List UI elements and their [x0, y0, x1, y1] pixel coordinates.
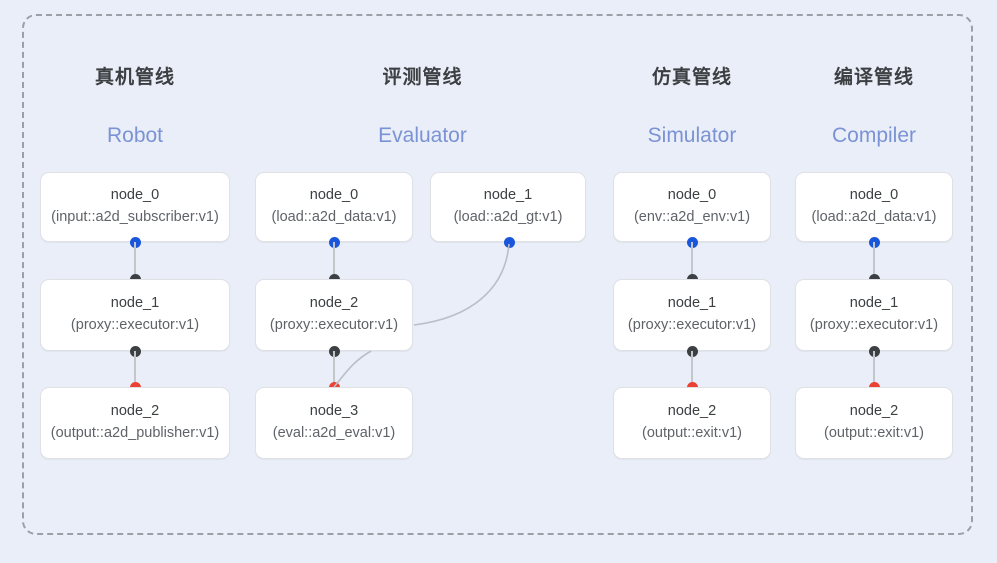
node-robot-2[interactable]: node_2 (output::a2d_publisher:v1) [40, 387, 230, 459]
column-title-cn-compiler: 编译管线 [833, 67, 914, 88]
node-name: node_0 [309, 187, 359, 204]
edge-robot-0-to-1 [134, 242, 136, 279]
node-name: node_1 [483, 187, 533, 204]
column-title-en-compiler: Compiler [831, 124, 917, 147]
node-simulator-1[interactable]: node_1 (proxy::executor:v1) [613, 279, 771, 351]
node-simulator-2[interactable]: node_2 (output::exit:v1) [613, 387, 771, 459]
node-type: (input::a2d_subscriber:v1) [51, 209, 219, 225]
column-title-en-simulator: Simulator [647, 124, 737, 147]
node-name: node_2 [309, 295, 359, 312]
node-type: (output::exit:v1) [642, 425, 742, 441]
edge-simulator-0-to-1 [691, 242, 693, 279]
column-title-cn-evaluator: 评测管线 [382, 67, 463, 88]
node-type: (eval::a2d_eval:v1) [272, 425, 396, 441]
node-name: node_1 [110, 295, 160, 312]
node-type: (proxy::executor:v1) [269, 317, 399, 333]
node-compiler-1[interactable]: node_1 (proxy::executor:v1) [795, 279, 953, 351]
node-type: (output::a2d_publisher:v1) [50, 425, 220, 441]
node-simulator-0[interactable]: node_0 (env::a2d_env:v1) [613, 172, 771, 242]
node-evaluator-3[interactable]: node_3 (eval::a2d_eval:v1) [255, 387, 413, 459]
node-name: node_2 [849, 403, 899, 420]
node-compiler-0[interactable]: node_0 (load::a2d_data:v1) [795, 172, 953, 242]
node-name: node_1 [849, 295, 899, 312]
node-compiler-2[interactable]: node_2 (output::exit:v1) [795, 387, 953, 459]
node-name: node_0 [667, 187, 717, 204]
node-evaluator-2[interactable]: node_2 (proxy::executor:v1) [255, 279, 413, 351]
node-name: node_0 [849, 187, 899, 204]
node-name: node_1 [667, 295, 717, 312]
edge-evaluator-0-to-2 [333, 242, 335, 279]
node-type: (output::exit:v1) [824, 425, 924, 441]
node-evaluator-1[interactable]: node_1 (load::a2d_gt:v1) [430, 172, 586, 242]
node-robot-1[interactable]: node_1 (proxy::executor:v1) [40, 279, 230, 351]
column-title-en-evaluator: Evaluator [378, 124, 467, 147]
column-title-en-robot: Robot [106, 124, 164, 147]
node-name: node_2 [667, 403, 717, 420]
edge-simulator-1-to-2 [691, 351, 693, 387]
column-title-cn-simulator: 仿真管线 [651, 67, 732, 88]
port-output-evaluator-1[interactable] [503, 236, 515, 248]
node-robot-0[interactable]: node_0 (input::a2d_subscriber:v1) [40, 172, 230, 242]
node-type: (load::a2d_data:v1) [271, 209, 397, 225]
node-type: (load::a2d_data:v1) [811, 209, 937, 225]
node-evaluator-0[interactable]: node_0 (load::a2d_data:v1) [255, 172, 413, 242]
edge-compiler-1-to-2 [873, 351, 875, 387]
edge-compiler-0-to-1 [873, 242, 875, 279]
node-type: (proxy::executor:v1) [809, 317, 939, 333]
node-type: (env::a2d_env:v1) [633, 209, 751, 225]
node-name: node_0 [110, 187, 160, 204]
node-type: (proxy::executor:v1) [627, 317, 757, 333]
edge-robot-1-to-2 [134, 351, 136, 387]
column-title-cn-robot: 真机管线 [94, 67, 175, 88]
node-type: (load::a2d_gt:v1) [453, 209, 563, 225]
node-name: node_3 [309, 403, 359, 420]
node-name: node_2 [110, 403, 160, 420]
node-type: (proxy::executor:v1) [70, 317, 200, 333]
